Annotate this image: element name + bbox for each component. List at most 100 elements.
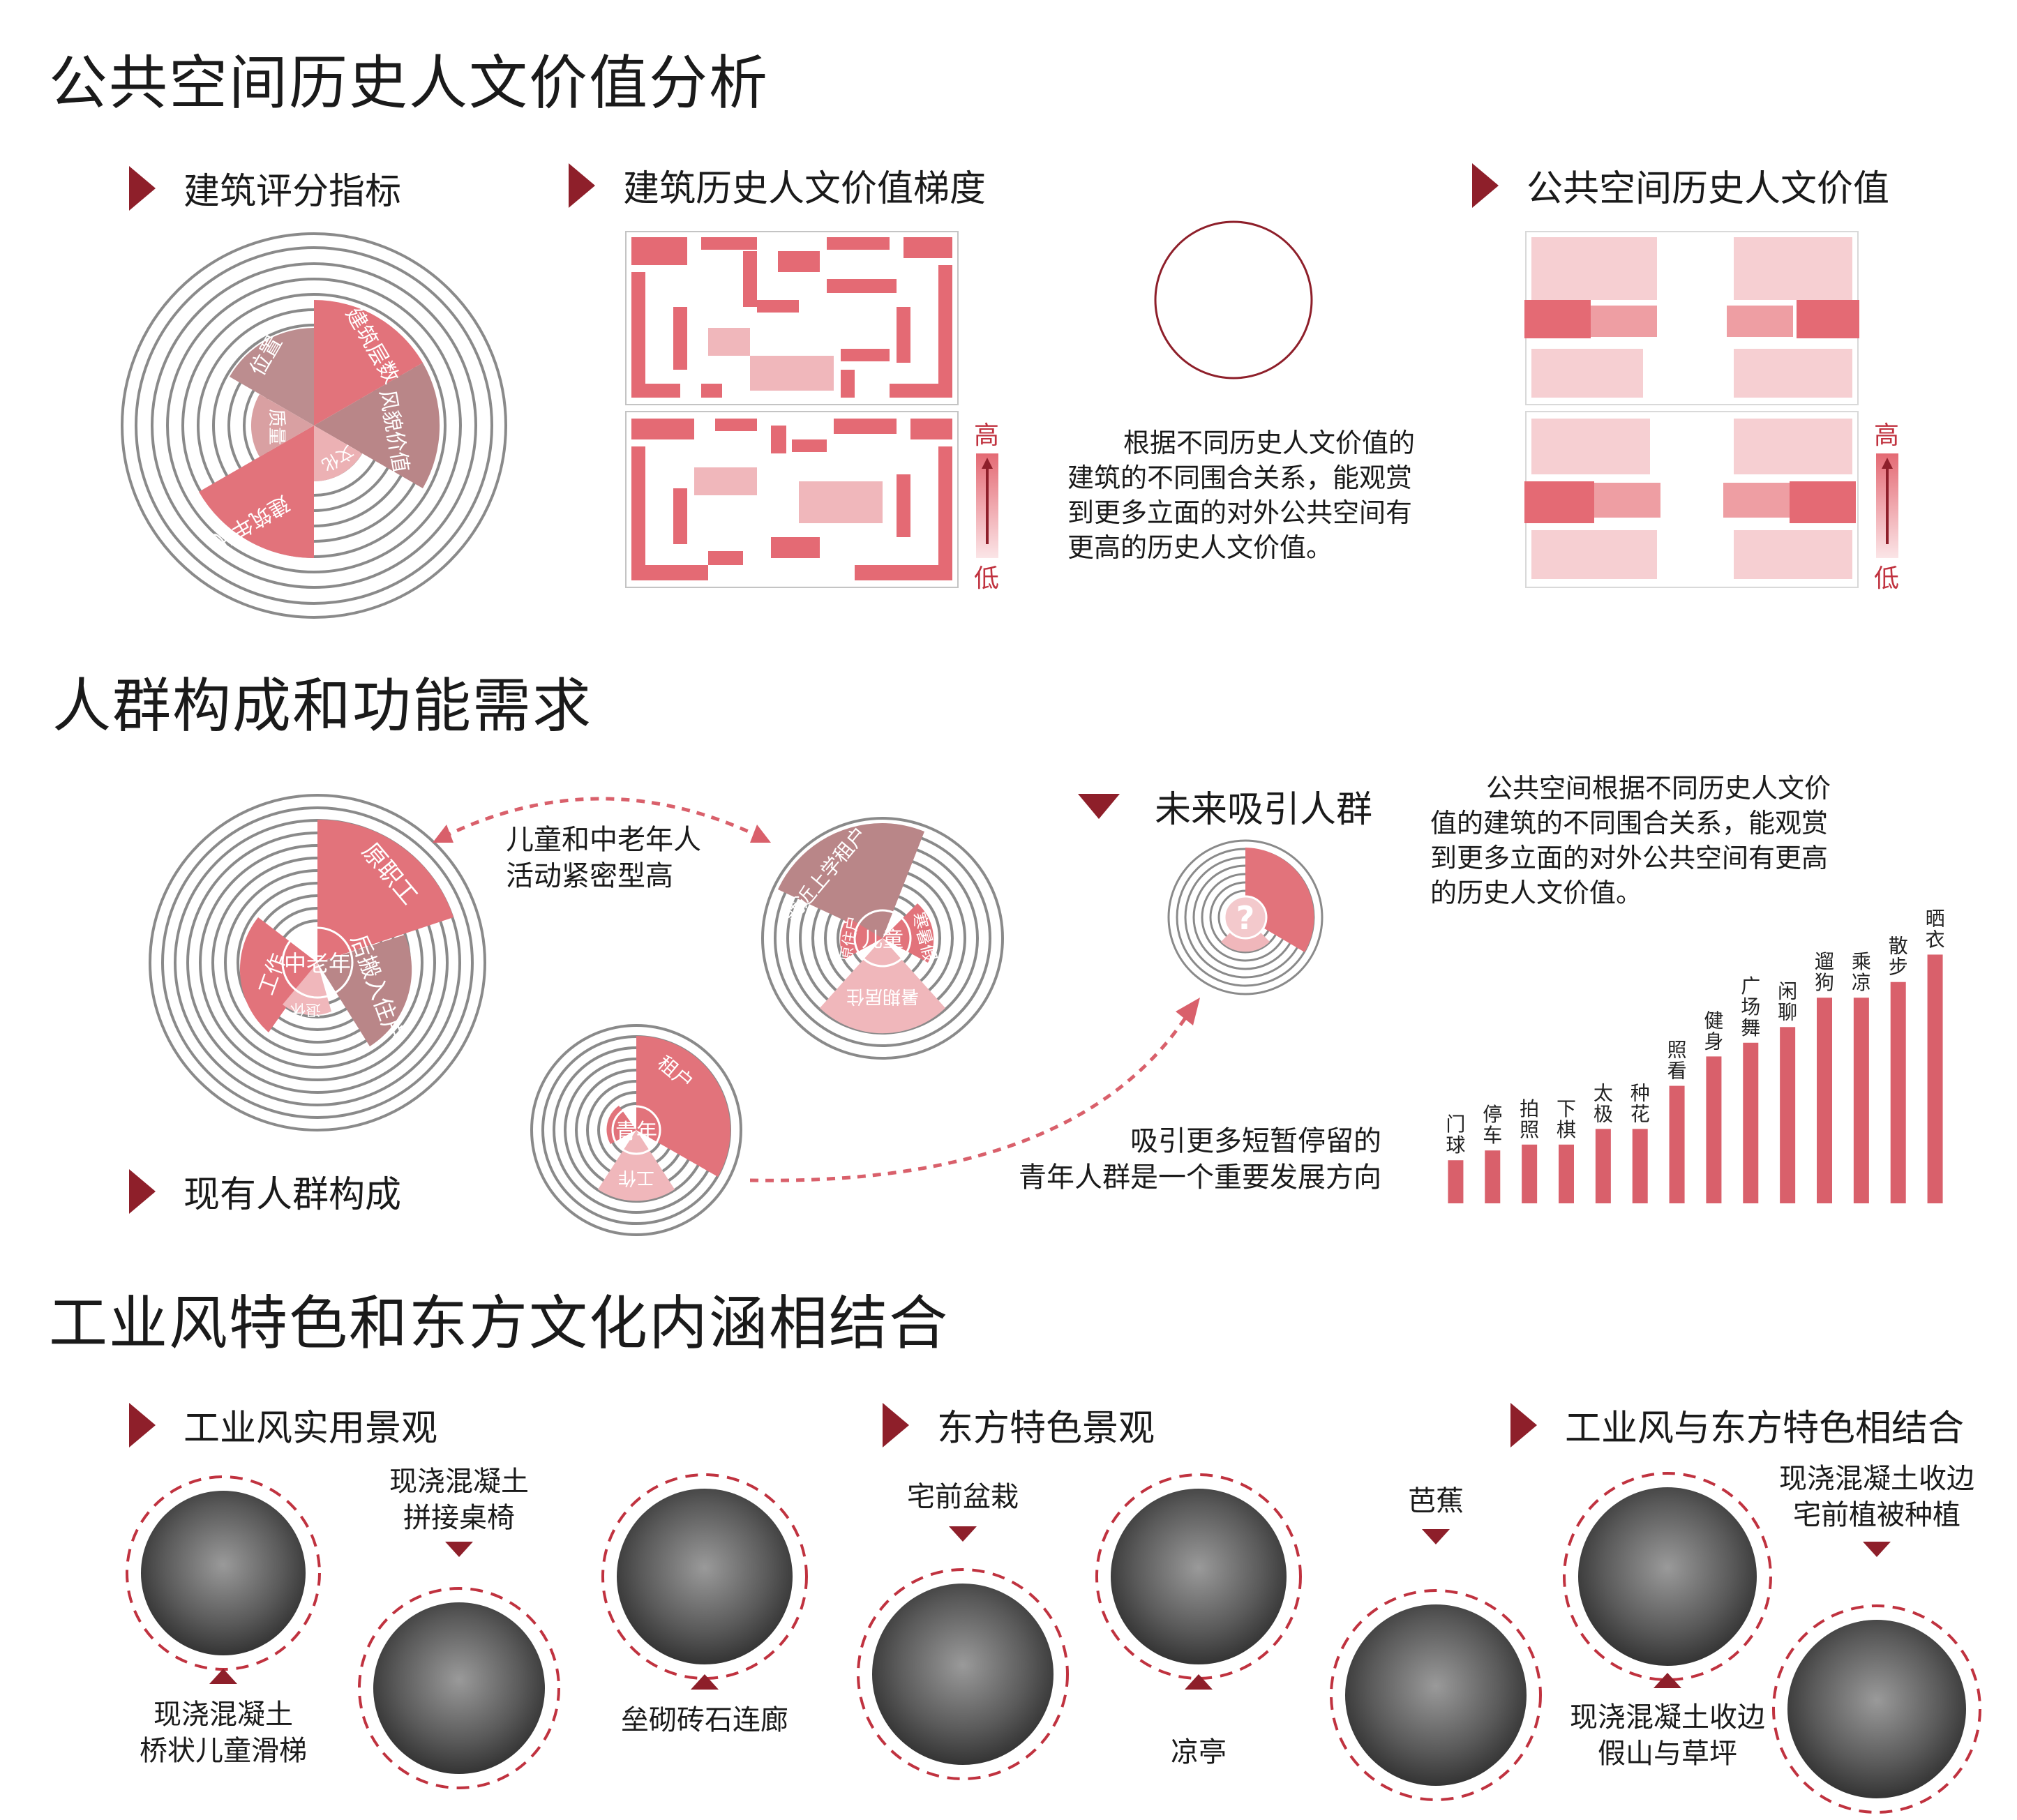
paragraph-crowd: 公共空间根据不同历史人文价值的建筑的不同围合关系，能观赏到更多立面的对外公共空间…	[1430, 773, 1831, 908]
bar-label-1-1: 车	[1483, 1124, 1502, 1147]
photo-planting	[1772, 1604, 1981, 1814]
photo-banana	[1330, 1589, 1542, 1801]
sector-culture	[314, 426, 362, 481]
bar-label-3-0: 下	[1557, 1097, 1576, 1120]
bar-label-12-0: 散	[1889, 935, 1908, 958]
triangle-down-marker-icon	[1078, 793, 1120, 819]
caption-planting: 现浇混凝土收边宅前植被种植	[1779, 1463, 1974, 1531]
bar-label-10-1: 狗	[1815, 971, 1834, 994]
pointer-up-icon	[691, 1674, 719, 1690]
sector-quality	[250, 394, 314, 457]
pointer-up-icon	[1654, 1673, 1681, 1688]
photo-bonsai	[857, 1568, 1069, 1780]
triangle-marker-icon	[569, 163, 595, 208]
bar-label-8-0: 广	[1741, 975, 1760, 998]
caption-bonsai: 宅前盆栽	[907, 1481, 1019, 1513]
bar-label-5-1: 花	[1630, 1102, 1650, 1125]
subhead-score: 建筑评分指标	[129, 162, 401, 214]
crowd-radar-child: 儿童 就近上学租户 寒暑假 暑期居住 原住户	[761, 817, 1004, 1060]
child-label-summer: 暑期居住	[846, 986, 919, 1007]
subhead-existing-label: 现有人群构成	[183, 1174, 402, 1216]
bar-label-0-0: 门	[1446, 1113, 1465, 1136]
section-title-style: 工业风特色和东方文化内涵相结合	[49, 1289, 950, 1358]
child-sector-holiday	[883, 903, 934, 963]
photo-slide	[126, 1475, 321, 1671]
youth-arrow	[750, 998, 1200, 1182]
photo-corridor	[601, 1473, 808, 1680]
photo-tables	[358, 1587, 560, 1789]
subhead-gradient-label: 建筑历史人文价值梯度	[623, 168, 987, 210]
bar-10	[1817, 998, 1832, 1203]
legend-low-left: 低	[974, 564, 1000, 593]
youth-sector-work	[598, 1130, 675, 1201]
bar-4	[1595, 1129, 1611, 1203]
sector-age	[199, 426, 314, 559]
pointer-down-icon	[949, 1526, 977, 1542]
bar-label-1-0: 停	[1483, 1103, 1502, 1126]
section-title-heritage: 公共空间历史人文价值分析	[49, 49, 770, 117]
bar-6	[1669, 1085, 1685, 1203]
score-radar: 位置 建筑层数 风貌价值 文化 建筑年代 质量	[121, 232, 507, 619]
legend-bar-left	[976, 453, 998, 558]
pointer-up-icon	[209, 1669, 237, 1684]
section-title-crowd: 人群构成和功能需求	[52, 672, 593, 740]
photo-rockery	[1563, 1472, 1772, 1681]
bar-label-10-0: 遛	[1815, 950, 1834, 973]
child-center: 儿童	[862, 928, 903, 952]
bar-label-9-0: 闲	[1778, 979, 1797, 1002]
interaction-arrow	[433, 797, 771, 843]
bar-7	[1706, 1056, 1722, 1203]
crowd-radar-youth: 青年 租户 工作	[530, 1024, 742, 1236]
bar-label-4-1: 极	[1594, 1102, 1613, 1125]
subhead-future-label: 未来吸引人群	[1155, 789, 1373, 831]
sector-style-value	[314, 363, 440, 488]
triangle-marker-icon	[129, 1168, 156, 1214]
bar-label-6-1: 看	[1667, 1060, 1687, 1083]
subhead-industrial-label: 工业风实用景观	[183, 1408, 438, 1450]
bar-label-7-0: 健	[1704, 1009, 1723, 1032]
bar-label-11-0: 乘	[1852, 950, 1871, 973]
child-sector-nearby	[778, 822, 883, 938]
subhead-gradient: 建筑历史人文价值梯度	[569, 159, 986, 211]
youth-label-work: 工作	[618, 1167, 654, 1188]
bar-label-6-0: 照	[1667, 1039, 1687, 1062]
bar-label-8-2: 舞	[1741, 1016, 1760, 1039]
legend-high-right: 高	[1874, 421, 1900, 450]
bar-5	[1632, 1129, 1648, 1203]
bar-11	[1853, 998, 1869, 1203]
triangle-marker-icon	[883, 1402, 909, 1447]
bar-1	[1485, 1150, 1501, 1203]
bar-13	[1927, 954, 1943, 1203]
bar-9	[1780, 1027, 1796, 1203]
bar-label-12-1: 步	[1889, 956, 1908, 979]
bar-0	[1448, 1160, 1464, 1203]
triangle-marker-icon	[129, 1402, 156, 1447]
radar-label-quality: 质量	[266, 409, 287, 445]
triangle-marker-icon	[129, 165, 156, 211]
paragraph-heritage: 根据不同历史人文价值的建筑的不同围合关系，能观赏到更多立面的对外公共空间有更高的…	[1067, 428, 1416, 563]
crowd-large-center: 中老年	[284, 950, 351, 977]
caption-rockery: 现浇混凝土收边假山与草坪	[1570, 1701, 1765, 1770]
pointer-down-icon	[1863, 1542, 1891, 1557]
bar-label-13-0: 晒	[1926, 907, 1945, 930]
crowd-large-label-retire: 退休	[290, 1000, 321, 1018]
bar-label-7-1: 身	[1704, 1030, 1723, 1053]
caption-slide: 现浇混凝土桥状儿童滑梯	[140, 1699, 307, 1767]
crowd-sector-retire	[283, 963, 331, 1016]
bar-2	[1522, 1144, 1538, 1203]
caption-pavilion: 凉亭	[1171, 1736, 1227, 1768]
bar-label-4-0: 太	[1594, 1081, 1613, 1104]
bar-label-0-1: 球	[1446, 1134, 1465, 1157]
youth-sector-small	[606, 1106, 636, 1144]
note-interaction: 儿童和中老年人 活动紧密型高	[506, 824, 701, 892]
sector-location	[230, 328, 314, 426]
bar-8	[1743, 1042, 1759, 1203]
caption-tables: 现浇混凝土拼接桌椅	[389, 1466, 529, 1534]
bar-label-9-1: 聊	[1778, 1000, 1797, 1023]
subhead-oriental-label: 东方特色景观	[937, 1408, 1155, 1450]
bar-label-5-0: 种	[1630, 1081, 1650, 1104]
note-youth: 吸引更多短暂停留的 青年人群是一个重要发展方向	[1019, 1125, 1381, 1194]
caption-banana: 芭蕉	[1408, 1485, 1464, 1517]
subhead-combined: 工业风与东方特色相结合	[1510, 1399, 1964, 1451]
sector-floors	[314, 299, 423, 426]
